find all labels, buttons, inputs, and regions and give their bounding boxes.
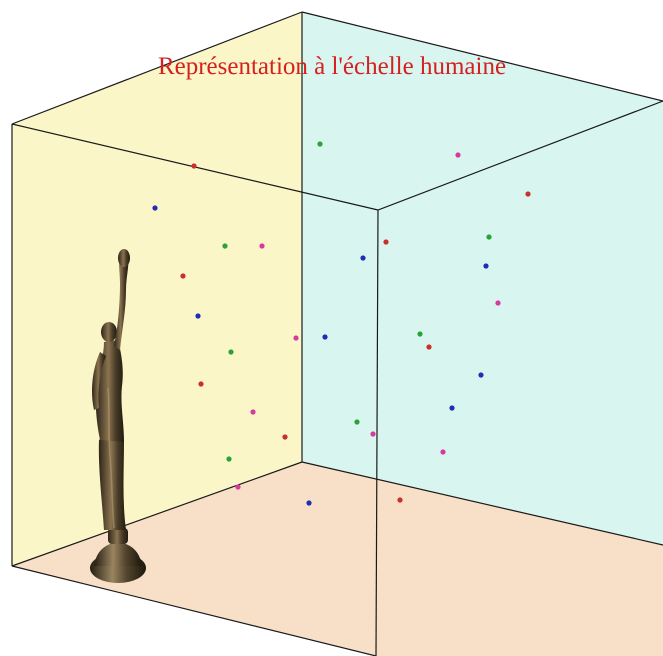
- edge-front-vertical: [375, 209, 379, 656]
- edge-front-top-right: [377, 100, 663, 211]
- scatter-point: [293, 335, 299, 341]
- statue-hand: [118, 249, 130, 267]
- statue-pedestal-neck: [108, 528, 128, 544]
- scatter-point: [226, 456, 232, 462]
- scatter-point: [354, 419, 360, 425]
- scatter-point: [180, 273, 186, 279]
- scatter-point: [455, 152, 461, 158]
- scatter-point: [222, 243, 228, 249]
- statue-legs: [98, 430, 126, 530]
- scatter-point: [259, 243, 265, 249]
- scatter-point: [250, 409, 256, 415]
- diagram-title: Représentation à l'échelle humaine: [158, 53, 506, 80]
- scatter-point: [282, 434, 288, 440]
- scatter-point: [360, 255, 366, 261]
- edge-top-back: [301, 11, 663, 102]
- edge-front-floor-left: [11, 565, 377, 656]
- scatter-point: [397, 497, 403, 503]
- left-wall: [12, 12, 302, 566]
- statue-icon: [90, 249, 146, 583]
- scatter-point: [417, 331, 423, 337]
- scatter-point: [478, 372, 484, 378]
- scatter-point: [228, 349, 234, 355]
- statue-pedestal-mid: [94, 542, 142, 566]
- statue-raised-arm: [114, 252, 129, 350]
- scatter-point: [440, 449, 446, 455]
- scatter-point: [426, 344, 432, 350]
- scatter-point: [449, 405, 455, 411]
- cube-edges: [11, 11, 663, 656]
- scatter-point: [483, 263, 489, 269]
- edge-top-left: [11, 11, 303, 125]
- edge-floor-back: [301, 461, 663, 546]
- scatter-point: [383, 239, 389, 245]
- statue-highlight: [107, 387, 115, 529]
- scatter-point: [152, 205, 158, 211]
- scatter-points: [152, 141, 531, 506]
- scatter-point: [495, 300, 501, 306]
- scatter-point: [525, 191, 531, 197]
- floor: [12, 462, 663, 656]
- statue-head: [101, 322, 117, 342]
- scatter-point: [198, 381, 204, 387]
- back-wall: [302, 12, 663, 545]
- scatter-point: [191, 163, 197, 169]
- scatter-point: [306, 500, 312, 506]
- scatter-point: [235, 484, 241, 490]
- statue-left-arm: [92, 352, 106, 410]
- scatter-point: [486, 234, 492, 240]
- scatter-point: [195, 313, 201, 319]
- edge-floor-left: [11, 461, 303, 567]
- scatter-point: [370, 431, 376, 437]
- scatter-point: [322, 334, 328, 340]
- scatter-point: [317, 141, 323, 147]
